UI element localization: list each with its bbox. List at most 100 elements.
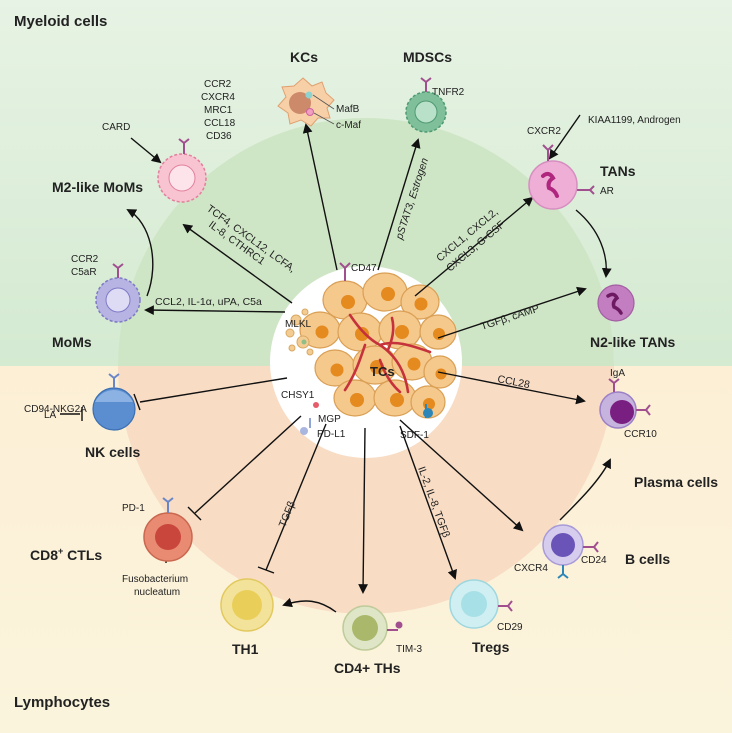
ar-receptor: [577, 185, 595, 195]
myeloid-ring: [118, 118, 614, 366]
mom-cell: [95, 277, 141, 323]
tans-title: TANs: [600, 163, 636, 179]
myeloid-title: Myeloid cells: [14, 13, 107, 30]
arrow-to-tregs: [399, 425, 457, 580]
bcells-title: B cells: [625, 551, 670, 567]
m2-marker-ccl18: CCL18: [204, 118, 236, 129]
interaction-arrows: [60, 114, 612, 613]
m2-moms-title: M2-like MoMs: [52, 179, 143, 195]
m2-marker-ccr2: CCR2: [204, 79, 232, 90]
cxcr2-receptor: [542, 144, 554, 161]
tans-ar: AR: [600, 186, 614, 197]
mgp-label: MGP: [318, 414, 341, 425]
arrow-tans-to-n2: [575, 209, 612, 278]
edge-label-moms: CCL2, IL-1α, uPA, C5a: [155, 296, 262, 308]
arrow-to-bcells: [399, 419, 524, 532]
mdscs-marker-tnfr2: TNFR2: [432, 87, 465, 98]
tnfr2-receptor: [420, 77, 432, 92]
mlkl-label: MLKL: [285, 319, 312, 330]
cd4-cell: [342, 605, 388, 651]
inhibit-cd8: [194, 415, 302, 514]
moms-marker-ccr2: CCR2: [71, 254, 99, 265]
arrow-to-m2-moms: [182, 223, 293, 304]
th1-cell: [220, 578, 274, 632]
arrow-b-to-plasma: [559, 458, 611, 521]
mgp-marker: [313, 402, 319, 408]
bcells-receptor-cxcr4: CXCR4: [514, 563, 548, 574]
tumor-cells-label: TCs: [370, 364, 395, 379]
chsy1-label: CHSY1: [281, 390, 315, 401]
arrow-to-moms: [144, 305, 286, 316]
arrow-moms-to-m2: [126, 209, 154, 297]
arrow-cd4-to-th1: [282, 597, 337, 613]
mom-receptor: [112, 263, 124, 278]
n2-tans-title: N2-like TANs: [590, 334, 676, 350]
lymphocytes-title: Lymphocytes: [14, 694, 110, 711]
nk-receptor-label: CD94-NKG2A: [24, 404, 87, 415]
tregs-title: Tregs: [472, 639, 510, 655]
arrow-to-cd4: [358, 427, 368, 594]
plasma-cell: [599, 391, 637, 429]
m2-mom-cell: [157, 153, 207, 203]
cd47-label: CD47: [351, 263, 377, 274]
kcs-title: KCs: [290, 49, 318, 65]
bcells-receptor-cd24: CD24: [581, 555, 607, 566]
m2-marker-mrc1: MRC1: [204, 105, 233, 116]
b-cell: [542, 524, 584, 566]
m2-marker-cd36: CD36: [206, 131, 232, 142]
arrow-card-to-m2: [130, 137, 162, 164]
n2-tan-cell: [597, 284, 635, 322]
sdf1-label: SDF-1: [400, 430, 429, 441]
cd29-receptor: [498, 600, 513, 612]
cd8-cell: [143, 512, 193, 562]
mdscs-title: MDSCs: [403, 49, 452, 65]
nk-cell: [92, 387, 136, 431]
arrow-to-tans: [414, 196, 534, 297]
cd47-receptor: [339, 262, 351, 281]
kc-cell: [277, 77, 335, 127]
blood-vessels: [343, 313, 432, 394]
arrow-to-n2-tans: [437, 286, 587, 339]
cd24-receptor: [583, 541, 599, 553]
th1-title: TH1: [232, 641, 259, 657]
m2-marker-cxcr4: CXCR4: [201, 92, 235, 103]
inhibit-th1: [265, 423, 327, 571]
arrow-to-mdscs: [377, 138, 421, 271]
pdl1-label: PD-L1: [317, 429, 346, 440]
nk-inhibitor-la: LA: [44, 410, 57, 421]
cxcr4-receptor: [557, 565, 569, 579]
tan-cell: [528, 160, 578, 210]
pdl1-receptor: [300, 418, 311, 435]
sdf1-ligand: [423, 404, 433, 418]
iga-receptor: [608, 378, 620, 392]
cd8-inhibitor-line1: Fusobacterium: [122, 574, 188, 585]
plasma-title: Plasma cells: [634, 474, 718, 490]
cd8-inhibitor-line2: nucleatum: [134, 587, 180, 598]
treg-cell: [449, 579, 499, 629]
kcs-marker-mafb: MafB: [336, 104, 360, 115]
m2-receptor: [178, 138, 190, 154]
moms-title: MoMs: [52, 334, 92, 350]
arrow-to-plasma: [437, 371, 586, 405]
plasma-receptor-ccr10: CCR10: [624, 429, 657, 440]
kcs-marker-cmaf: c-Maf: [336, 120, 361, 131]
tim3-receptor: [387, 621, 403, 631]
nk-title: NK cells: [85, 444, 140, 460]
inhibit-nk: [139, 377, 288, 403]
tans-receptor-cxcr2: CXCR2: [527, 126, 561, 137]
cd4-receptor-tim3: TIM-3: [396, 644, 423, 655]
mdsc-cell: [405, 91, 447, 133]
pd1-receptor: [162, 497, 174, 513]
tregs-receptor-cd29: CD29: [497, 622, 523, 633]
ccr10-receptor: [636, 404, 651, 416]
cd8-receptor-pd1: PD-1: [122, 503, 145, 514]
plasma-receptor-iga: IgA: [610, 368, 625, 379]
cd8-title: CD8+ CTLs: [30, 546, 102, 563]
m2-inducer-card: CARD: [102, 122, 130, 133]
lymphocyte-ring: [118, 366, 614, 614]
nkg2a-receptor: [108, 373, 120, 388]
arrow-inducers-to-tans: [548, 114, 581, 160]
arrow-to-kcs: [302, 123, 338, 271]
